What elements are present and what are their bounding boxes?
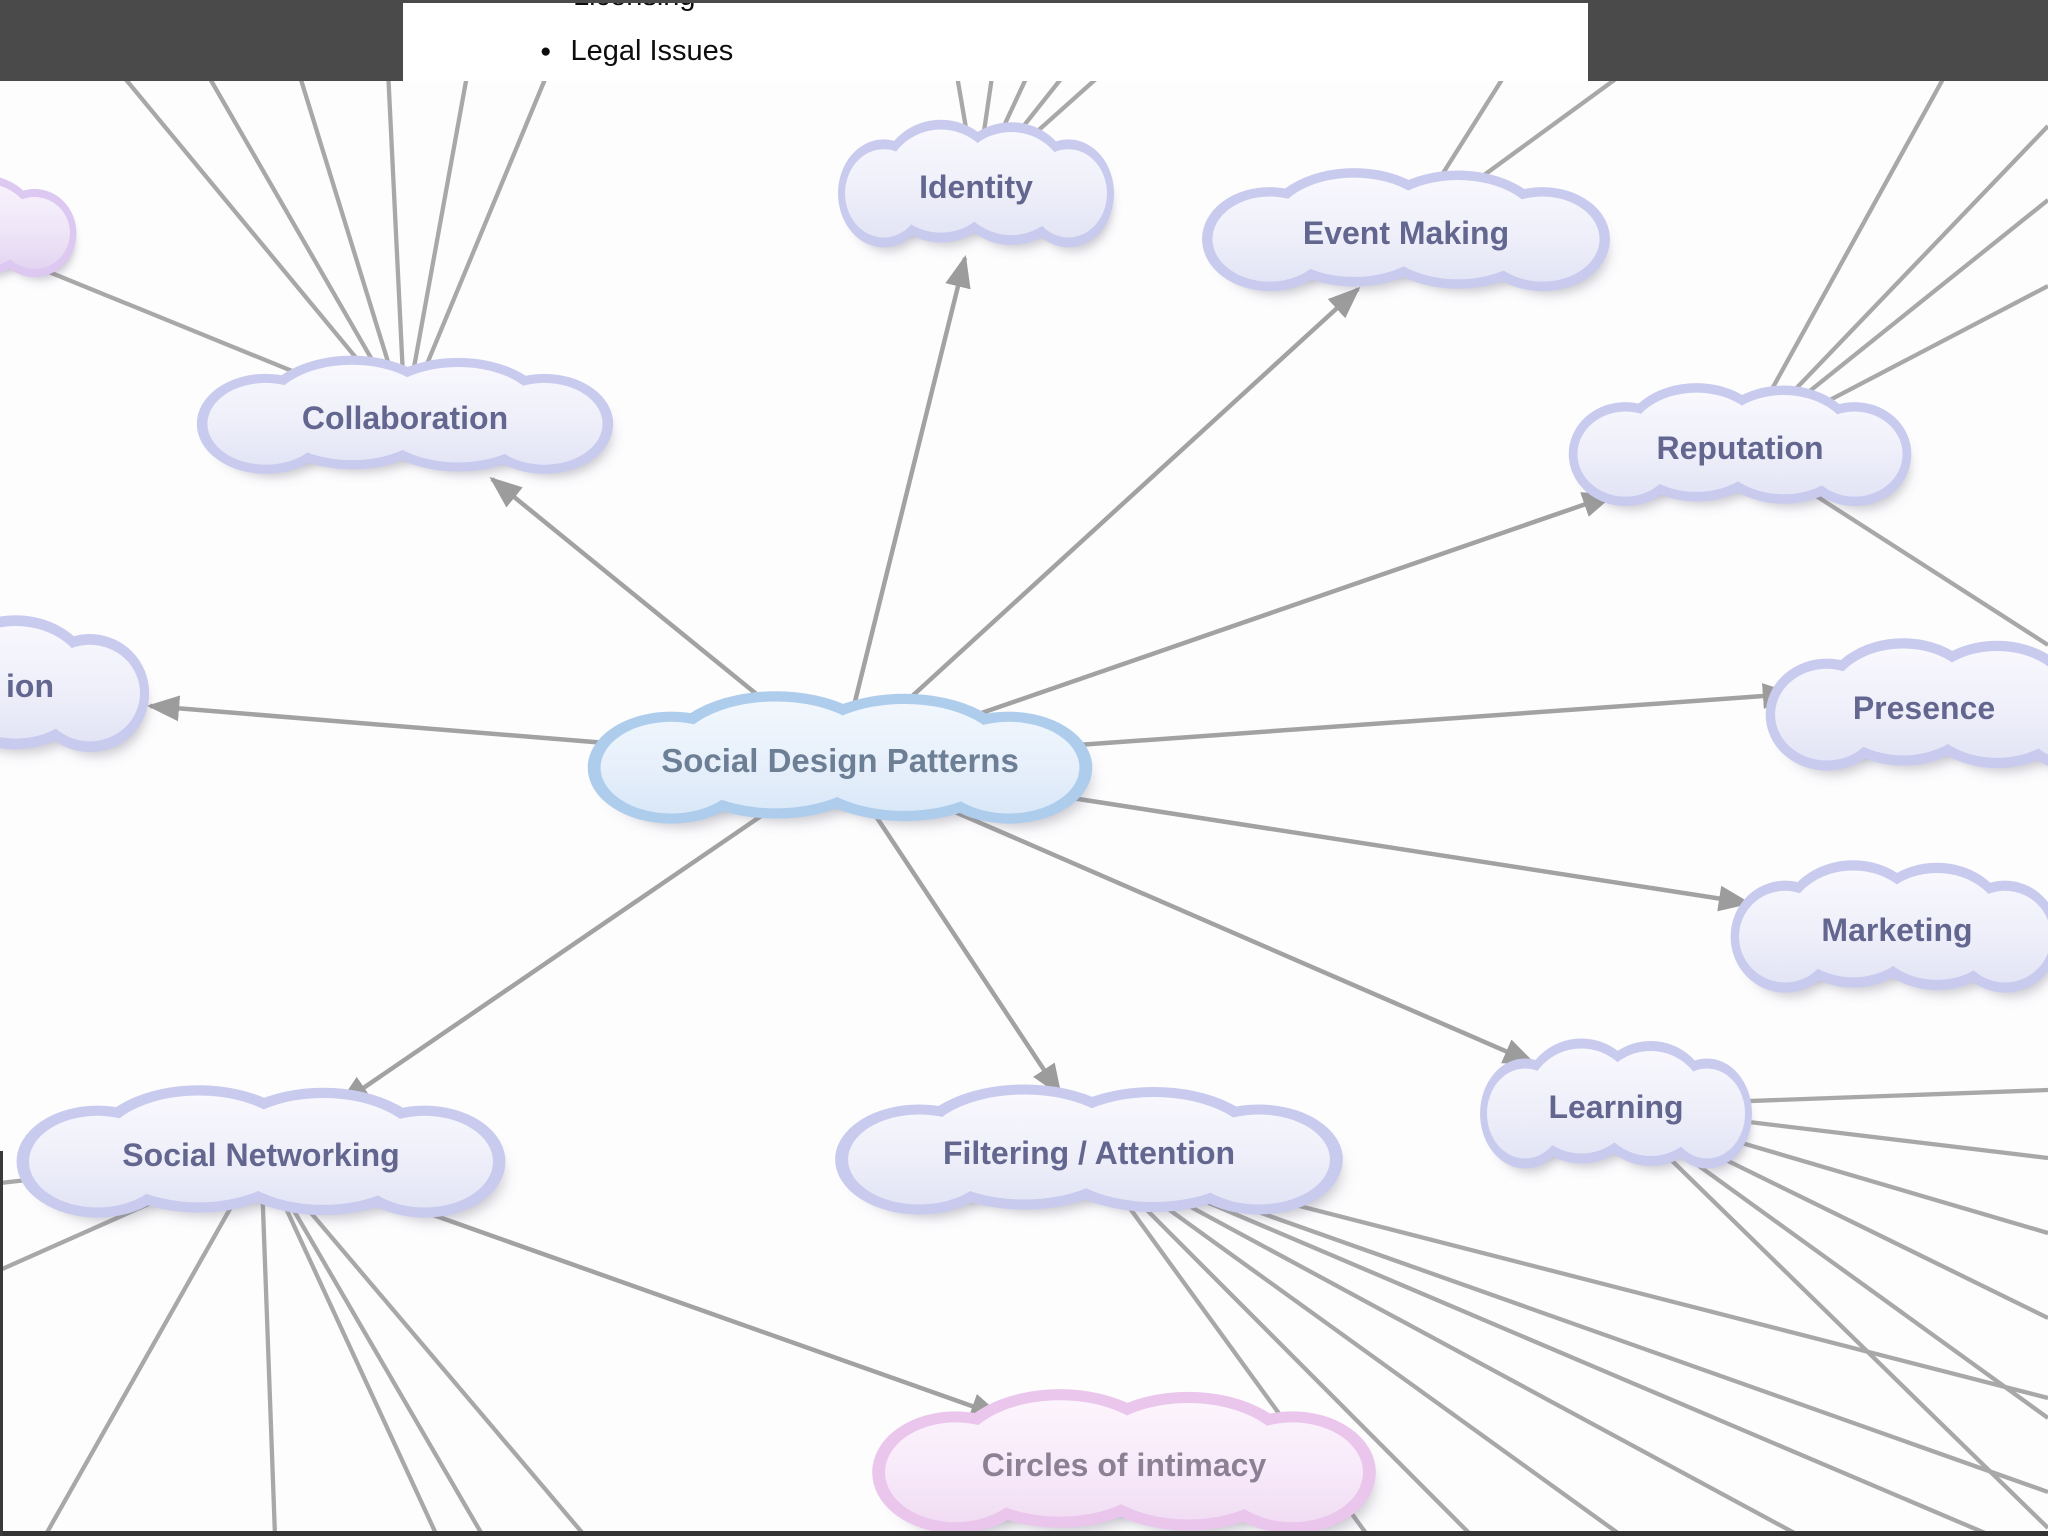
node-label-learning: Learning xyxy=(1548,1089,1683,1125)
list-item-label: Legal Issues xyxy=(570,35,734,67)
center-node-label: Social Design Patterns xyxy=(661,742,1019,779)
bullet-icon: ● xyxy=(540,41,552,62)
node-label-event-making: Event Making xyxy=(1303,215,1509,251)
notes-overlay-box: Licensing ● Legal Issues xyxy=(403,3,1588,81)
bottom-dark-strip xyxy=(0,1531,2048,1536)
node-label-reputation: Reputation xyxy=(1656,430,1823,466)
node-label-circles-of-intimacy: Circles of intimacy xyxy=(982,1447,1267,1483)
node-label-ion: ion xyxy=(6,668,54,704)
edge-center-event-making xyxy=(838,286,1361,764)
left-dark-edge xyxy=(0,1151,3,1536)
node-label-marketing: Marketing xyxy=(1821,912,1972,948)
edge-center-identity xyxy=(837,254,971,763)
list-item-licensing-clipped: Licensing xyxy=(573,3,696,13)
node-label-social-networking: Social Networking xyxy=(122,1137,399,1173)
list-item-legal-issues: ● Legal Issues xyxy=(540,35,733,68)
node-label-filtering-attention: Filtering / Attention xyxy=(943,1135,1235,1171)
edge-center-social-networking xyxy=(337,760,842,1106)
node-label-presence: Presence xyxy=(1853,690,1995,726)
node-label-identity: Identity xyxy=(919,169,1033,205)
node-label-collaboration: Collaboration xyxy=(302,400,508,436)
